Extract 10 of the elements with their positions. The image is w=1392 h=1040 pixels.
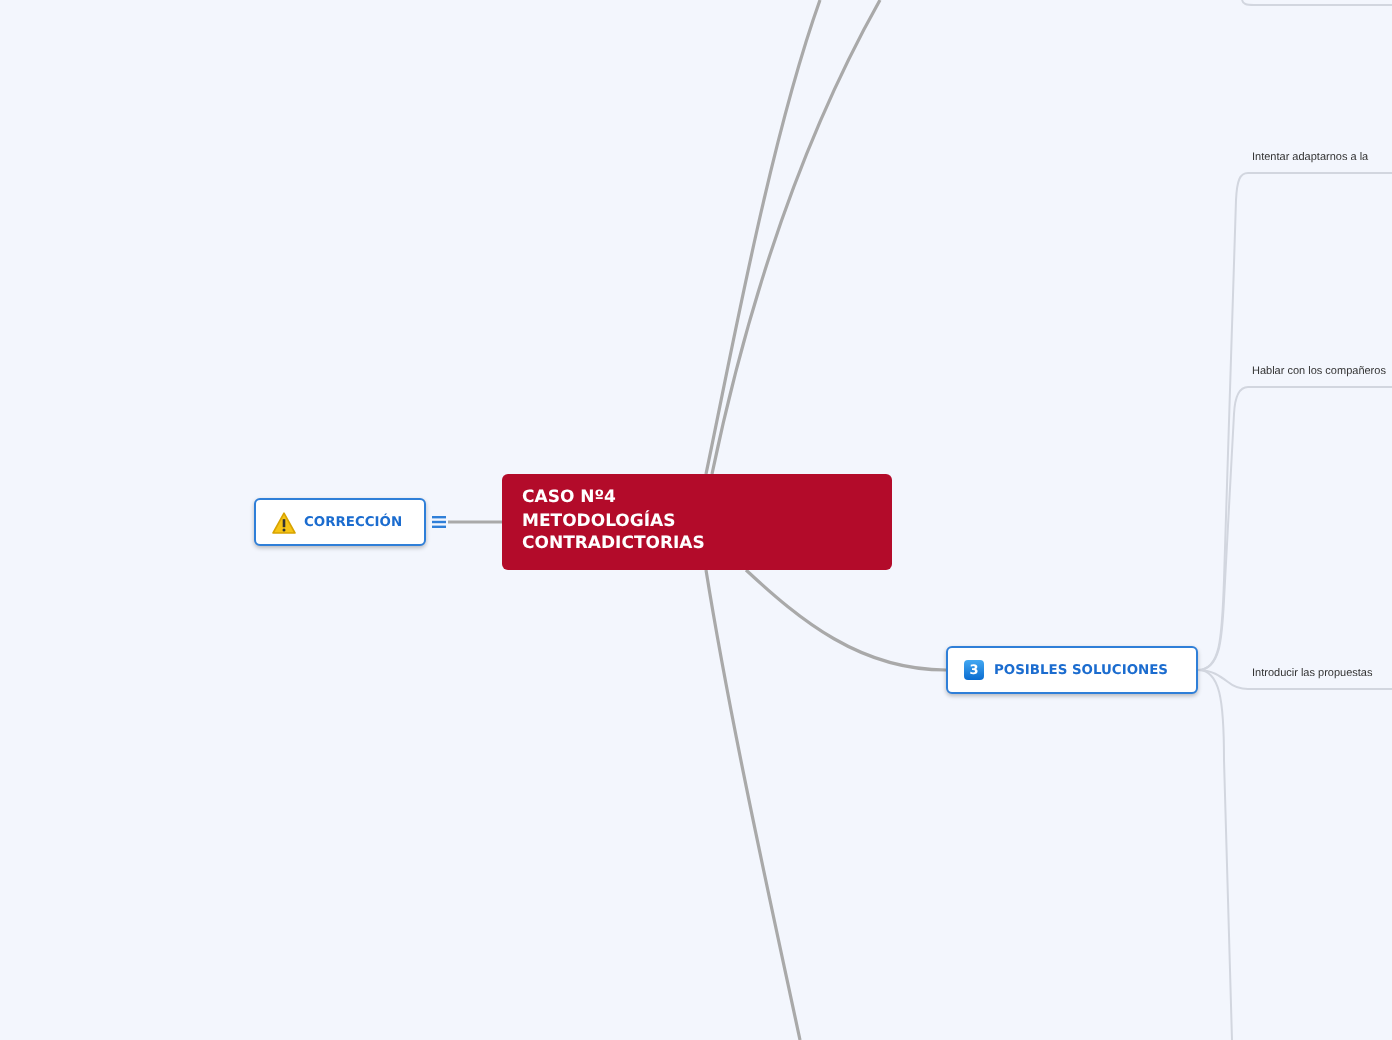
connector-line xyxy=(710,0,882,475)
connector-line xyxy=(1197,669,1233,1040)
connector-line xyxy=(704,569,802,1040)
connector-line xyxy=(744,568,947,672)
connector-line xyxy=(1197,386,1249,671)
connector-line xyxy=(704,0,822,475)
connector-line xyxy=(448,520,502,524)
topic-card xyxy=(946,646,1198,694)
central-topic: CASO Nº4 METODOLOGÍAS CONTRADICTORIAS xyxy=(502,474,892,570)
topic-card xyxy=(254,498,426,546)
